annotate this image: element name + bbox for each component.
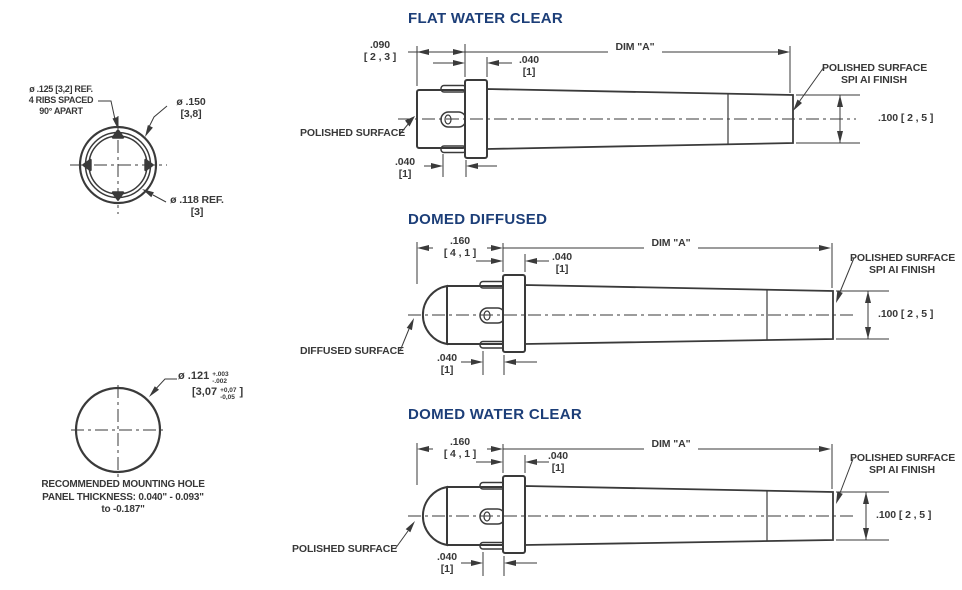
inner-dia-leader-line [152,194,167,203]
domed-clear-front-dim: .160 [ 4 , 1 ] [433,436,487,460]
domed-clear-rib-dim: .040 [1] [436,551,458,575]
lens-cap [447,285,503,345]
flat-water-clear-drawing [398,44,860,177]
flange [502,475,526,554]
flat-water-clear-title: FLAT WATER CLEAR [408,10,564,27]
flat-dim-a: DIM "A" [608,41,662,54]
domed-clear-flange-dim: .040 [1] [547,450,569,474]
diffused-surface-label: DIFFUSED SURFACE [300,345,404,357]
outer-diameter-circle [78,125,158,205]
inner-dia-leader-arrow [142,189,154,198]
mounting-hole-note: RECOMMENDED MOUNTING HOLE PANEL THICKNES… [41,479,205,515]
domed-clear-finish-label: POLISHED SURFACE SPI AI FINISH [850,452,956,476]
flat-rib-dim: .040 [1] [394,156,416,180]
diffused-rib-dim: .040 [1] [436,352,458,376]
flat-surface-label: POLISHED SURFACE [300,127,406,139]
flat-front-dim: .090 [ 2 , 3 ] [352,39,408,63]
surface-leader-line [399,122,410,135]
diffused-flange-dim: .040 [1] [551,251,573,275]
flat-tip-dim: .100 [ 2 , 5 ] [878,112,934,124]
inner-diameter-label: ø .118 REF. [3] [170,194,224,218]
rib-bottom [111,191,125,201]
flat-finish-label: POLISHED SURFACE SPI AI FINISH [822,62,928,86]
domed-water-clear-drawing [394,443,889,576]
hole-dia-leader-arrow [149,386,159,397]
extension-lines [416,443,833,489]
surface-leader-arrow [405,521,415,533]
mounting-hole-drawing [71,378,177,477]
domed-clear-surface-label: POLISHED SURFACE [292,543,398,555]
rib-left [82,158,92,172]
finish-leader-arrow [793,99,802,111]
rib-leader-line [98,100,117,125]
rib-leader-arrow [112,117,118,129]
extension-lines [416,44,791,93]
flange [502,274,526,353]
lens-cap [447,486,503,546]
rib-top [111,129,125,139]
domed-clear-dim-a: DIM "A" [644,438,698,451]
diffused-finish-label: POLISHED SURFACE SPI AI FINISH [850,252,956,276]
surface-leader-arrow [405,116,415,127]
finish-leader-arrow [836,491,843,504]
finish-leader-line [798,66,825,103]
diffused-dim-a: DIM "A" [644,237,698,250]
surface-leader-arrow [406,318,414,331]
outer-diameter-label: ø .150 [3,8] [176,96,206,120]
surface-leader-line [399,328,410,352]
dim-line-rib [461,351,537,375]
domed-diffused-drawing [399,242,889,375]
finish-leader-line [839,257,855,293]
rib-note-label: ø .125 [3,2] REF. 4 RIBS SPACED 90° APAR… [28,84,94,116]
finish-leader-line [839,458,854,494]
domed-clear-tip-dim: .100 [ 2 , 5 ] [876,509,932,521]
rib-top-profile [479,280,506,289]
dim-line-rib [424,154,497,177]
mounting-hole-circle [74,386,162,474]
outer-dia-leader-arrow [145,125,153,137]
rib-top-profile [479,481,506,490]
domed-diffused-title: DOMED DIFFUSED [408,211,548,228]
hole-diameter-label: ø .121 +.003-.002 [178,370,229,386]
domed-water-clear-title: DOMED WATER CLEAR [408,406,582,423]
dim-line-tip [796,94,860,144]
diffused-front-dim: .160 [ 4 , 1 ] [433,235,487,259]
outer-dia-leader-line [147,105,168,130]
extension-lines [416,242,833,288]
dim-line-rib [461,552,537,576]
rib-right [144,158,154,172]
hole-diameter-metric-label: [3,07 +0,07-0,05 ] [192,386,244,402]
front-view-drawing [70,100,168,214]
flat-flange-dim: .040 [1] [518,54,540,78]
surface-leader-line [394,530,409,550]
finish-leader-arrow [836,290,843,303]
diffused-tip-dim: .100 [ 2 , 5 ] [878,308,934,320]
